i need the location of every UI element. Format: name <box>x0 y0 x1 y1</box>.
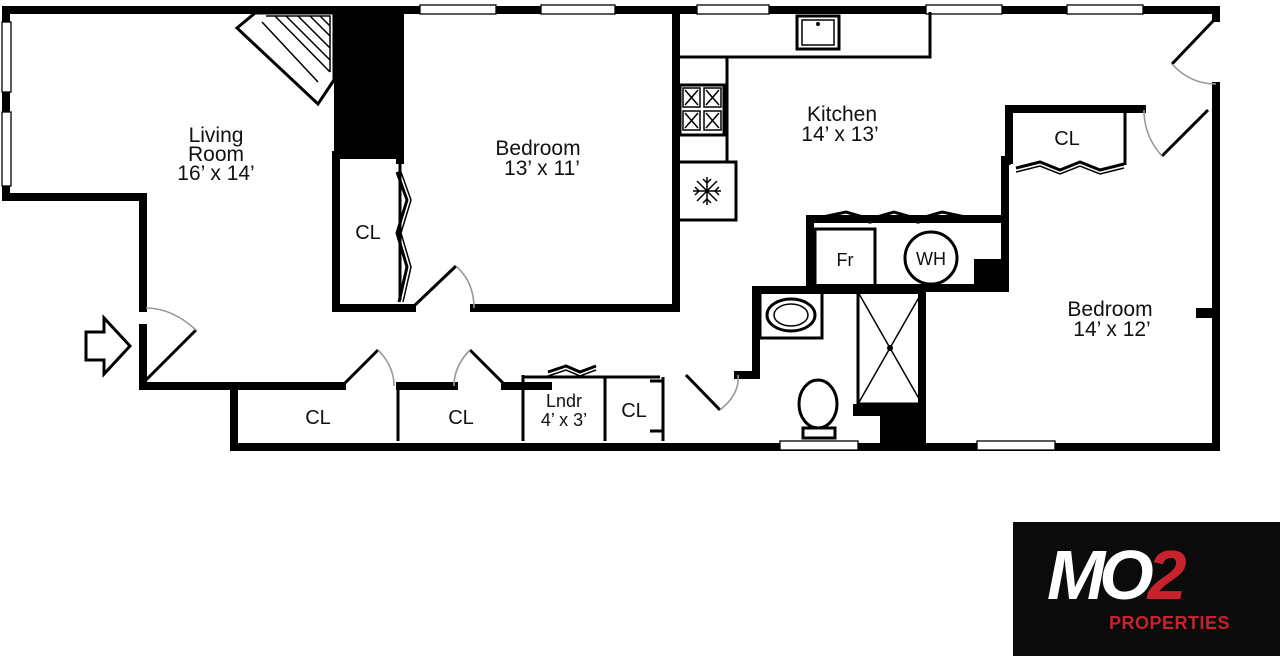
exterior-walls <box>2 6 1220 451</box>
svg-text:14’ x 13’: 14’ x 13’ <box>801 123 878 146</box>
bathroom-door <box>684 373 739 412</box>
hall-closet-2-label: CL <box>448 407 474 429</box>
fireplace <box>234 11 336 107</box>
entry-door <box>144 307 198 382</box>
kitchen-sink <box>795 14 841 51</box>
laundry-label: Lndr 4’ x 3’ <box>541 391 587 430</box>
svg-text:Bedroom: Bedroom <box>1067 298 1152 321</box>
snowflake-icon <box>693 177 721 205</box>
bedroom2-label: Bedroom 14’ x 12’ <box>1067 298 1152 341</box>
svg-text:16’ x 14’: 16’ x 14’ <box>177 162 254 185</box>
bedroom1-label: Bedroom 13’ x 11’ <box>495 137 580 180</box>
svg-text:4’ x 3’: 4’ x 3’ <box>541 410 587 430</box>
svg-text:Lndr: Lndr <box>546 391 582 411</box>
logo-two: 2 <box>1147 536 1187 614</box>
stove <box>678 83 726 137</box>
mo2-properties-logo: MO2 PROPERTIES <box>1013 522 1280 656</box>
logo-wordmark: MO2 <box>1047 540 1187 610</box>
bedroom1-closet-label: CL <box>355 222 381 244</box>
kitchen-exterior-door <box>1170 18 1217 85</box>
bedroom2-walls <box>918 215 1212 445</box>
svg-text:14’ x 12’: 14’ x 12’ <box>1073 318 1150 341</box>
entry-arrow-icon <box>84 314 133 378</box>
hall-closet-3-label: CL <box>621 400 647 422</box>
kitchen-label: Kitchen 14’ x 13’ <box>801 103 878 146</box>
logo-mo: MO <box>1047 536 1154 614</box>
logo-subtitle: PROPERTIES <box>1109 613 1231 633</box>
bedroom1-closet-bifold <box>395 171 412 303</box>
kitchen-closet-label: CL <box>1054 128 1080 150</box>
svg-text:Room: Room <box>188 143 244 166</box>
windows <box>1 4 1144 451</box>
bathroom <box>734 286 924 445</box>
svg-text:Living: Living <box>189 124 244 147</box>
hall-closet-1-label: CL <box>305 407 331 429</box>
svg-text:13’ x 11’: 13’ x 11’ <box>504 157 580 180</box>
chimney <box>334 12 400 155</box>
bedroom1-door <box>412 264 475 309</box>
water-heater-label: WH <box>916 249 946 269</box>
svg-text:Kitchen: Kitchen <box>807 103 877 126</box>
bedroom2-door <box>1143 108 1210 158</box>
svg-text:Bedroom: Bedroom <box>495 137 580 160</box>
kitchen-walls <box>676 12 932 222</box>
fridge-label: Fr <box>837 250 854 270</box>
hall-closets <box>236 348 665 441</box>
living-room-label: Living Room 16’ x 14’ <box>177 124 254 185</box>
